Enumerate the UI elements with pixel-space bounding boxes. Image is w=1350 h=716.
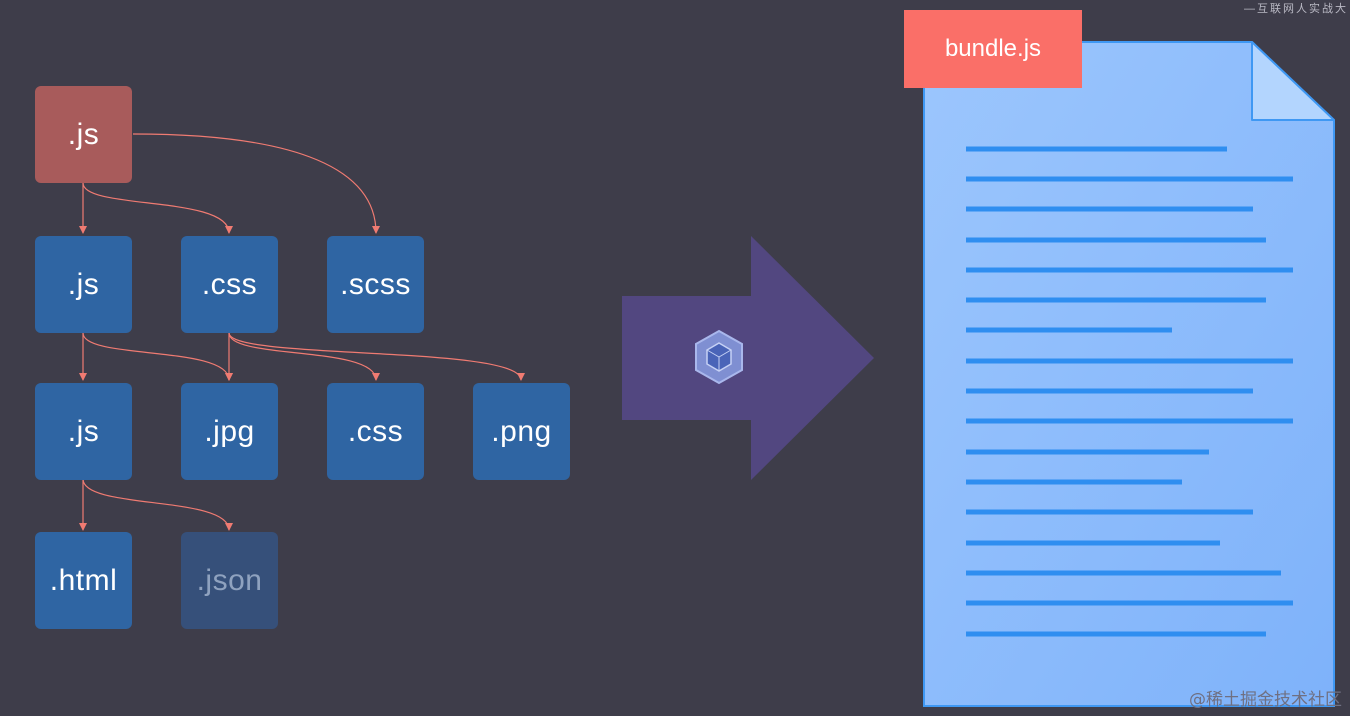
watermark-top: —互联网人实战大 bbox=[1244, 3, 1348, 15]
node-json: .json bbox=[181, 532, 278, 629]
connector-js-to-json bbox=[82, 478, 233, 531]
connector-root-to-scss bbox=[132, 133, 380, 234]
webpack-cube-icon bbox=[695, 329, 743, 385]
document-text-lines bbox=[966, 146, 1293, 637]
node-js: .js bbox=[35, 236, 132, 333]
node-css: .css bbox=[181, 236, 278, 333]
node-jpg: .jpg bbox=[181, 383, 278, 480]
node-html: .html bbox=[35, 532, 132, 629]
node-root-js: .js bbox=[35, 86, 132, 183]
bundling-arrow bbox=[622, 236, 874, 480]
connector-css-to-png bbox=[228, 332, 525, 381]
connector-css-to-css bbox=[228, 332, 380, 381]
document-icon bbox=[923, 41, 1335, 707]
connector-js-to-jpg bbox=[82, 332, 233, 381]
node-scss: .scss bbox=[327, 236, 424, 333]
node-js: .js bbox=[35, 383, 132, 480]
connector-root-to-css bbox=[82, 182, 233, 234]
watermark-bottom: @稀土掘金技术社区 bbox=[1189, 690, 1342, 710]
bundle-filename-label: bundle.js bbox=[904, 10, 1082, 88]
node-png: .png bbox=[473, 383, 570, 480]
node-css: .css bbox=[327, 383, 424, 480]
